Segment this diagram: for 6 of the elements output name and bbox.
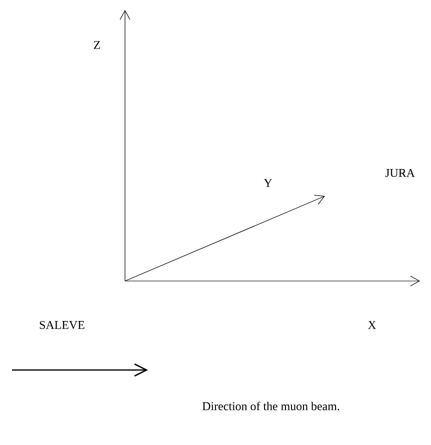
axis-label: Y xyxy=(264,179,272,187)
region-label: SALEVE xyxy=(40,320,84,330)
axis-label: X xyxy=(368,321,376,329)
caption: Direction of the muon beam. xyxy=(202,402,340,410)
axis-label: Z xyxy=(94,41,100,49)
region-label: JURA xyxy=(385,169,415,177)
